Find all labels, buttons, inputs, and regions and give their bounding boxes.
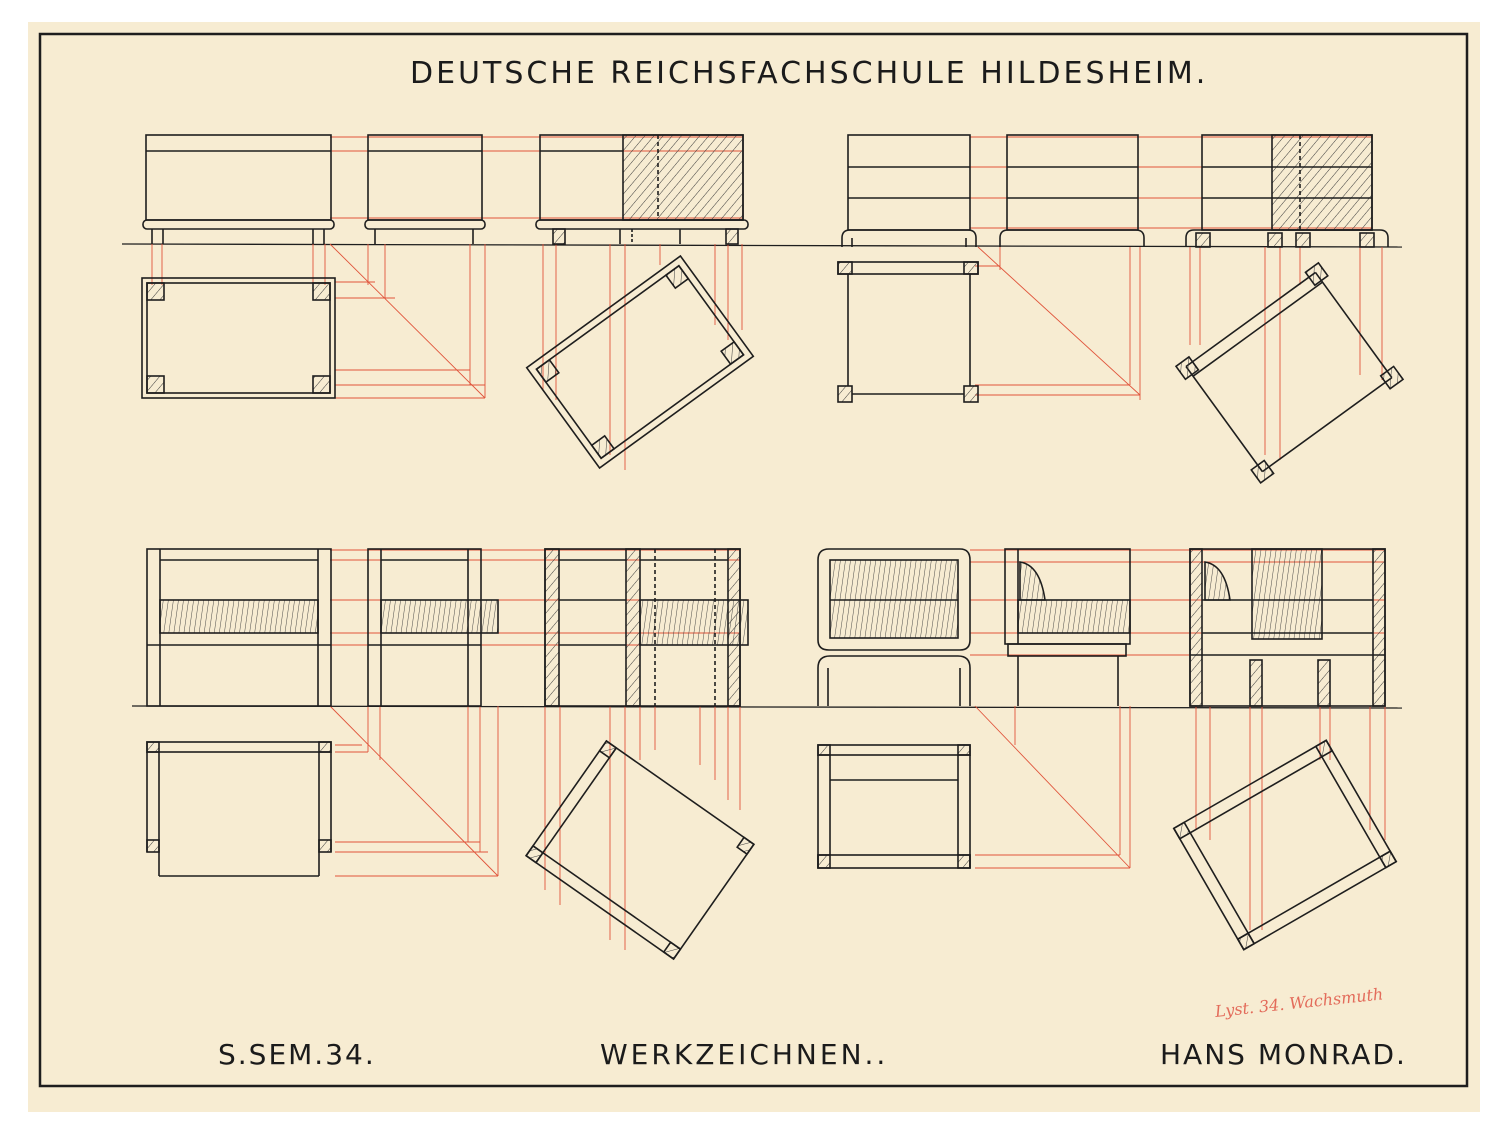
ground-line-bottom xyxy=(131,705,1403,709)
border-frame xyxy=(38,32,1469,1088)
chair-front-elevation xyxy=(146,548,332,707)
table-rotated-plan xyxy=(525,254,755,470)
chair-rotated-plan xyxy=(525,739,755,961)
author-name: HANS MONRAD. xyxy=(1160,1038,1407,1071)
armchair-rotated-plan xyxy=(1172,739,1398,951)
subject-label: WERKZEICHNEN.. xyxy=(600,1038,889,1071)
armchair-rotated-elevation xyxy=(1189,548,1386,707)
stool-side-elevation xyxy=(999,134,1145,247)
armchair-front-elevation xyxy=(817,548,971,706)
armchair-side-elevation xyxy=(1004,548,1131,706)
armchair-plan-view xyxy=(817,744,971,869)
table-rotated-elevation xyxy=(535,134,749,245)
stool-plan-view xyxy=(837,261,979,403)
stool-rotated-elevation xyxy=(1185,134,1389,248)
construction-lines-top-left xyxy=(151,136,743,470)
table-plan-view xyxy=(141,277,336,399)
stool-rotated-plan xyxy=(1174,261,1405,484)
table-side-elevation xyxy=(364,134,486,244)
stool-front-elevation xyxy=(841,134,977,247)
chair-side-elevation xyxy=(367,548,499,707)
sheet-title: DEUTSCHE REICHSFACHSCHULE HILDESHEIM. xyxy=(410,56,1209,91)
semester-label: S.SEM.34. xyxy=(218,1038,376,1071)
chair-plan-view xyxy=(146,741,332,877)
paper xyxy=(28,22,1480,1112)
ground-line-top xyxy=(121,243,1403,248)
table-front-elevation xyxy=(142,134,335,244)
chair-rotated-elevation xyxy=(544,548,749,707)
